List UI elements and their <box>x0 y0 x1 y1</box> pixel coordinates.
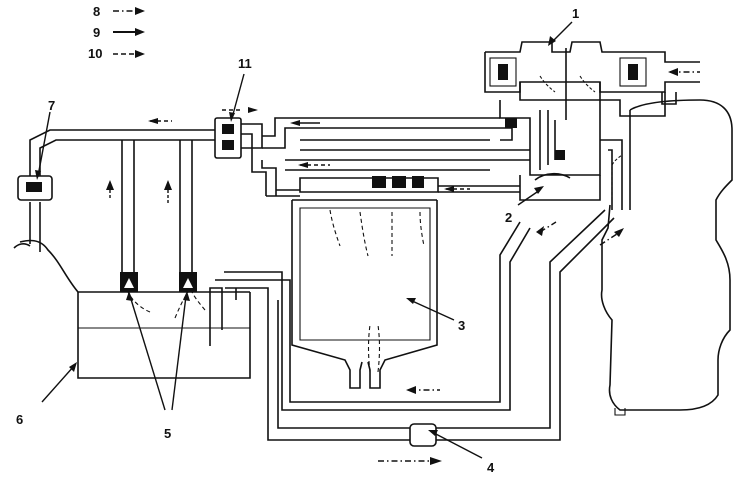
callout-6: 6 <box>16 412 23 427</box>
arrowhead-icon <box>148 118 158 124</box>
arrowhead-icon <box>548 36 556 46</box>
arrowhead-icon <box>614 228 624 237</box>
legend-label-9: 9 <box>93 25 100 40</box>
arrowhead-icon <box>406 386 416 394</box>
arrowhead-icon <box>668 68 678 76</box>
arrowhead-icon <box>135 50 145 58</box>
callout-11: 11 <box>238 56 252 71</box>
arrowhead-icon <box>536 226 544 236</box>
callout-5: 5 <box>164 426 171 441</box>
callout-1: 1 <box>572 6 579 21</box>
arrowhead-icon <box>298 162 308 168</box>
callout-leaders <box>35 21 573 459</box>
fuel-tank-right <box>536 99 733 416</box>
component-1-carburetor <box>484 41 700 210</box>
legend-label-8: 8 <box>93 4 100 19</box>
up-arrow-icon <box>164 180 172 190</box>
rollover-valve-lines <box>106 140 206 319</box>
arrowhead-icon <box>430 457 442 465</box>
arrowhead-icon <box>183 291 190 301</box>
component-11-valve <box>148 107 500 196</box>
up-arrow-icon <box>106 180 114 190</box>
component-4-filter <box>409 423 437 447</box>
arrowhead-icon <box>69 362 77 372</box>
vapor-manifold <box>285 139 520 193</box>
flow-arrow-icon <box>599 231 621 246</box>
arrowhead-icon <box>135 28 145 36</box>
callout-7: 7 <box>48 98 55 113</box>
legend: 8 9 10 <box>88 4 145 61</box>
return-line <box>209 209 615 465</box>
arrowhead-icon <box>406 298 416 304</box>
legend-label-10: 10 <box>88 46 102 61</box>
callout-2: 2 <box>505 210 512 225</box>
arrowhead-icon <box>229 112 235 122</box>
arrowhead-icon <box>35 170 41 180</box>
arrowhead-icon <box>534 186 544 194</box>
callout-3: 3 <box>458 318 465 333</box>
fuel-tank-base <box>13 239 251 379</box>
component-3-canister <box>266 176 440 394</box>
callout-labels: 1 2 3 4 5 6 7 11 <box>16 6 579 475</box>
legend-item-8: 8 <box>93 4 145 19</box>
arrowhead-icon <box>126 291 133 301</box>
arrowhead-icon <box>290 120 300 126</box>
component-7-valve <box>17 129 215 252</box>
arrowhead-icon <box>444 186 454 192</box>
arrowhead-icon <box>428 430 438 436</box>
arrowhead-icon <box>248 107 258 113</box>
callout-4: 4 <box>487 460 495 475</box>
arrowhead-icon <box>135 7 145 15</box>
legend-item-10: 10 <box>88 46 145 61</box>
valve-right <box>179 272 197 292</box>
valve-left <box>120 272 138 292</box>
legend-item-9: 9 <box>93 25 145 40</box>
